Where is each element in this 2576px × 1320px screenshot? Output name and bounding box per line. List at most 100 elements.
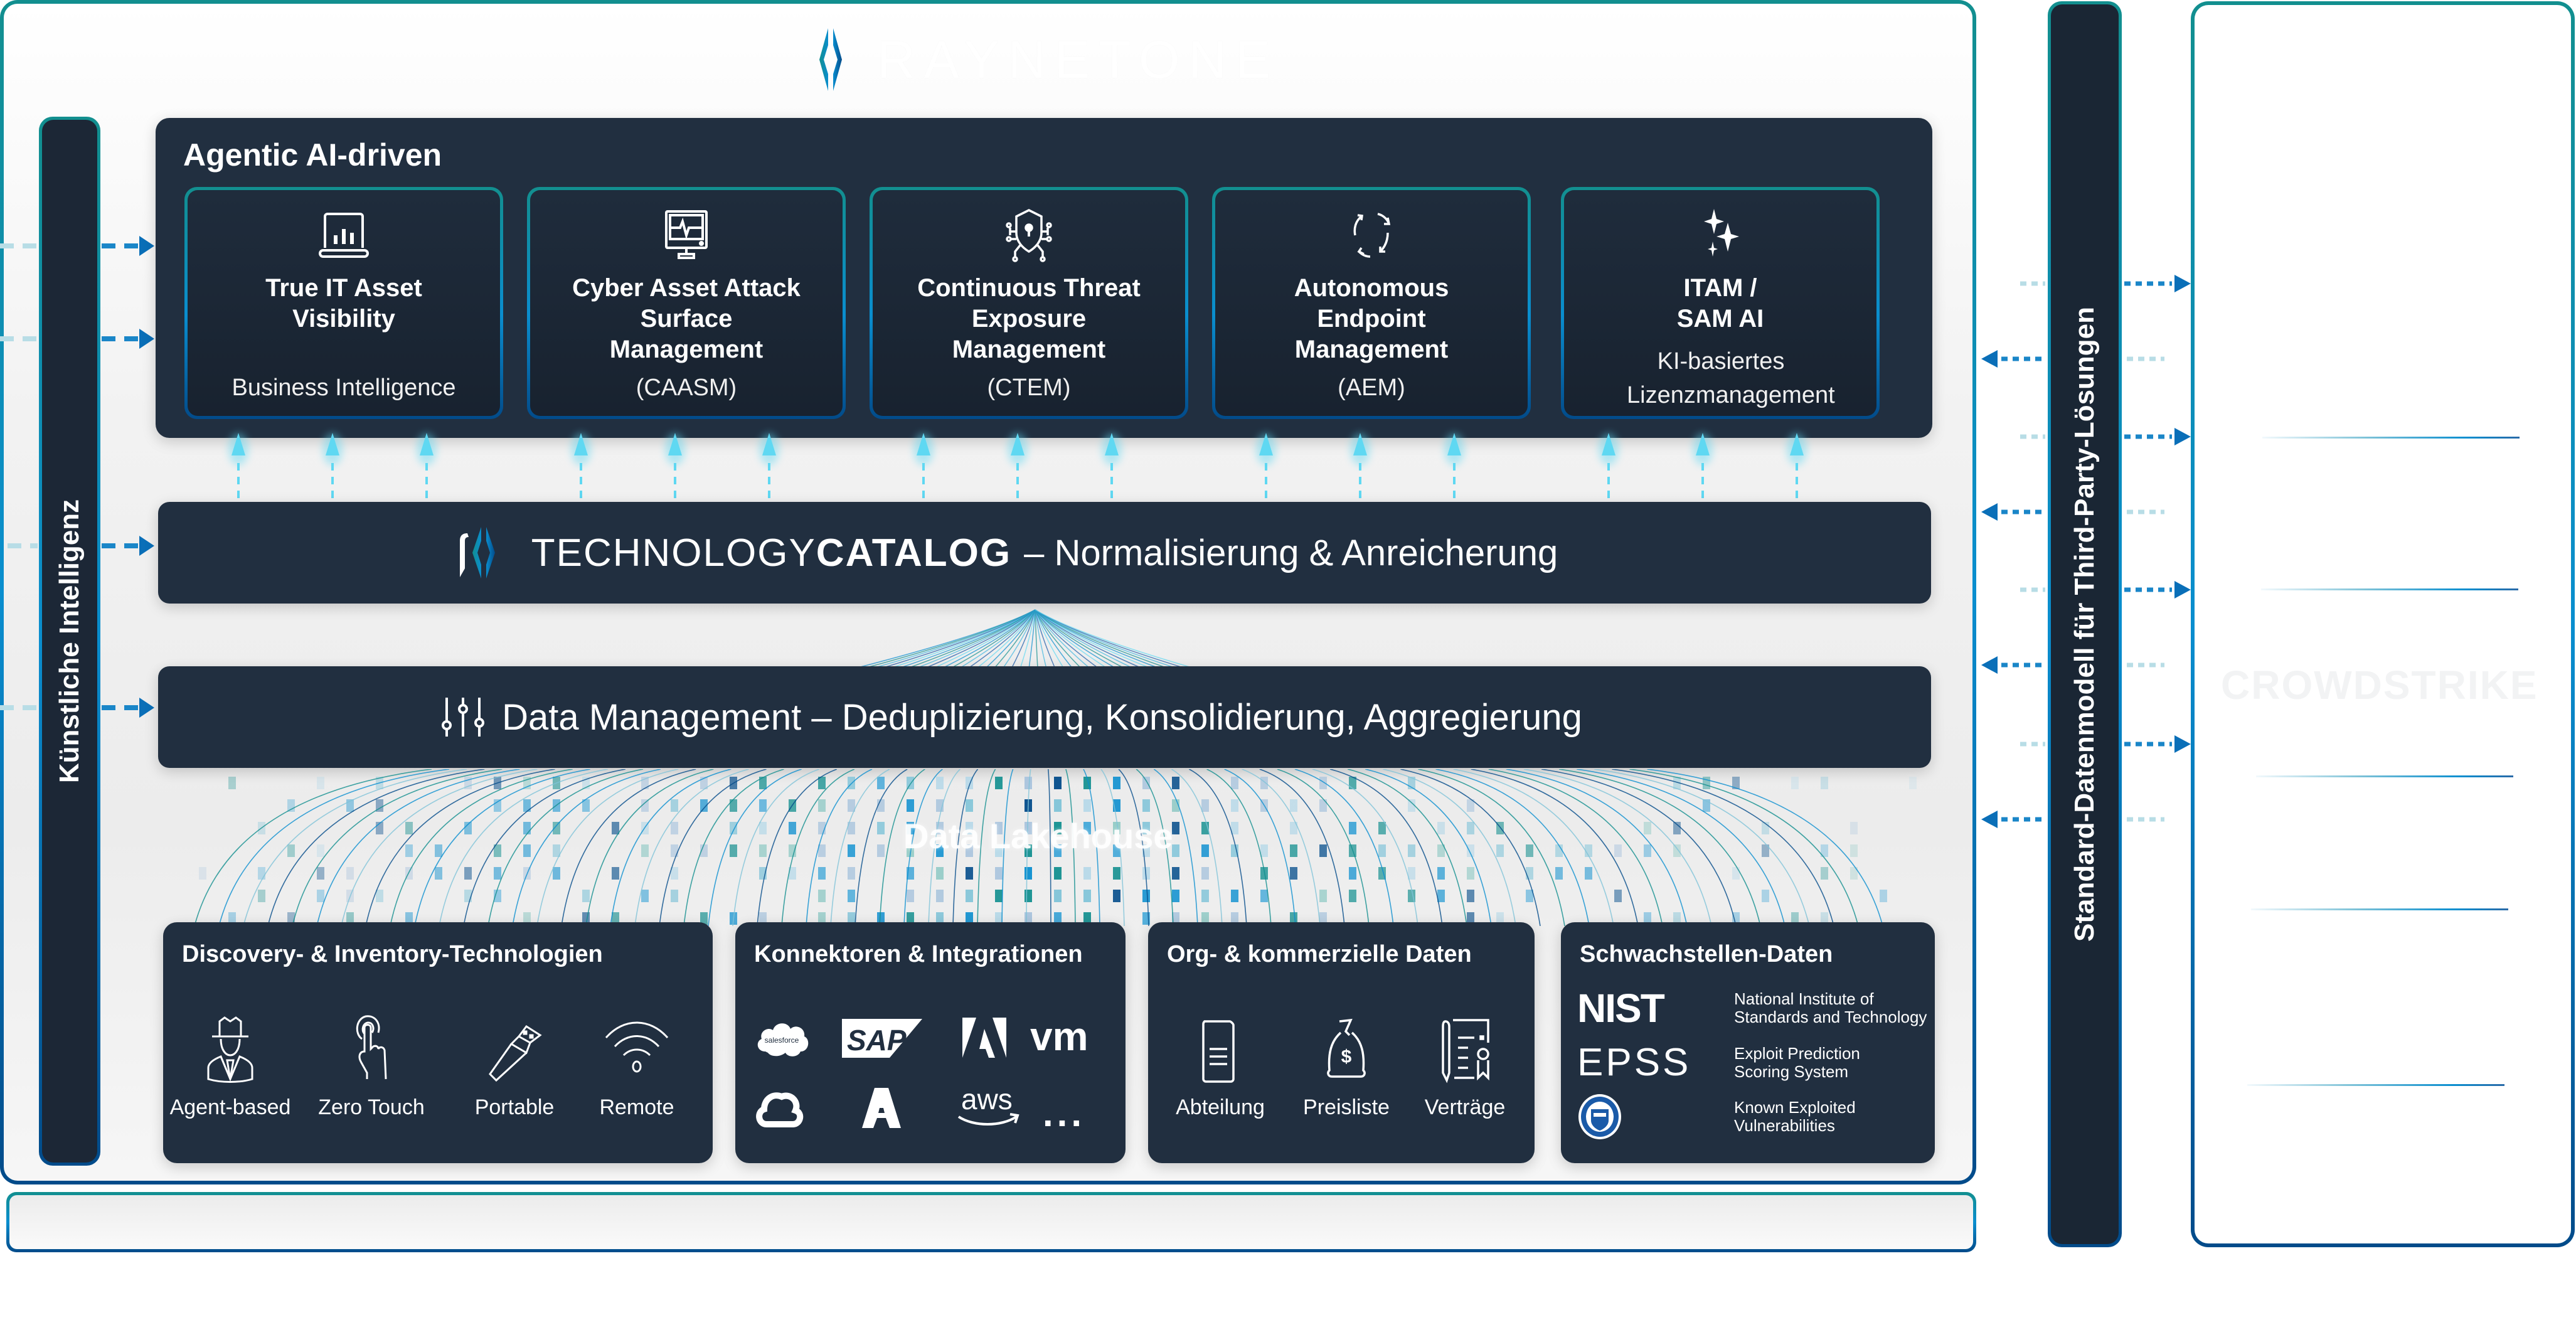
third-party-divider xyxy=(2247,1084,2504,1086)
up-arrow xyxy=(1787,433,1807,504)
org-item-preisliste[interactable]: $ Preisliste xyxy=(1302,1010,1390,1120)
adobe-logo[interactable] xyxy=(962,1018,1006,1059)
org-item-vertraege[interactable]: Verträge xyxy=(1418,1010,1512,1120)
sap-logo[interactable]: SAP xyxy=(842,1016,923,1060)
up-arrow xyxy=(913,433,934,504)
org-item-label: Verträge xyxy=(1424,1095,1506,1119)
left-arrow-2 xyxy=(0,329,154,349)
card-subtitle: (CAASM) xyxy=(636,375,737,401)
document-icon xyxy=(1202,1020,1235,1083)
vuln-desc-line: Known Exploited xyxy=(1734,1098,1856,1117)
google-cloud-logo[interactable] xyxy=(754,1087,804,1131)
third-party-divider xyxy=(2256,775,2513,777)
card-title: True IT Asset Visibility xyxy=(265,274,422,333)
connectors-panel: Konnektoren & Integrationen salesforce S… xyxy=(735,922,1126,1163)
discovery-item-agent-based[interactable]: Agent-based xyxy=(170,1010,290,1120)
vuln-source-nist[interactable]: NIST National Institute of Standards and… xyxy=(1577,985,1927,1031)
discovery-item-label: Portable xyxy=(474,1095,555,1119)
bottom-frame xyxy=(6,1192,1976,1252)
catalog-brand-bold: CATALOG xyxy=(816,531,1012,575)
discovery-item-zero-touch[interactable]: Zero Touch xyxy=(318,1010,425,1120)
brand-name: RAYNETONE xyxy=(877,29,1279,89)
org-item-label: Preisliste xyxy=(1303,1095,1390,1119)
vuln-desc-line: Vulnerabilities xyxy=(1734,1116,1835,1135)
right-arrow-inbound xyxy=(1981,350,2164,368)
org-data-title: Org- & kommerzielle Daten xyxy=(1167,941,1472,967)
usb-stick-icon xyxy=(489,1025,542,1082)
card-aem[interactable]: Autonomous Endpoint Management (AEM) xyxy=(1212,187,1531,419)
svg-text:vm: vm xyxy=(1030,1016,1088,1059)
data-management-label: Data Management – Deduplizierung, Konsol… xyxy=(502,696,1582,738)
technology-catalog-logo-icon xyxy=(459,527,495,578)
vulnerability-title: Schwachstellen-Daten xyxy=(1580,941,1833,967)
funnel-lines xyxy=(853,609,1196,669)
aws-logo[interactable]: aws xyxy=(955,1082,1024,1132)
card-subtitle: KI-basiertes Lizenzmanagement xyxy=(1627,348,1835,408)
crowdstrike-logo: CROWDSTRIKE xyxy=(2221,663,2538,708)
brand-logo: RAYNETONE xyxy=(797,25,1279,94)
up-arrow xyxy=(1693,433,1713,504)
up-arrow xyxy=(1102,433,1122,504)
card-true-it-asset-visibility[interactable]: True IT Asset Visibility Business Intell… xyxy=(184,187,503,419)
card-title: Continuous Threat Exposure Management xyxy=(917,274,1141,363)
up-arrow xyxy=(1444,433,1464,504)
card-subtitle: (CTEM) xyxy=(987,375,1071,401)
catalog-brand-light: TECHNOLOGY xyxy=(531,531,816,575)
card-itam-sam-ai[interactable]: ITAM / SAM AI KI-basiertes Lizenzmanagem… xyxy=(1561,187,1880,419)
azure-logo[interactable] xyxy=(860,1087,903,1131)
monitor-pulse-icon xyxy=(665,210,708,259)
up-arrow xyxy=(665,433,685,504)
nist-logo: NIST xyxy=(1577,986,1665,1031)
right-arrow-outbound xyxy=(2020,581,2191,599)
vuln-desc-line: National Institute of xyxy=(1734,989,1874,1008)
vmware-logo[interactable]: vm xyxy=(1030,1016,1105,1060)
data-management-bar: Data Management – Deduplizierung, Konsol… xyxy=(158,666,1931,768)
up-arrow xyxy=(228,433,248,504)
org-item-abteilung[interactable]: Abteilung xyxy=(1173,1010,1267,1120)
card-caasm[interactable]: Cyber Asset Attack Surface Management (C… xyxy=(527,187,846,419)
vulnerability-panel: Schwachstellen-Daten NIST National Insti… xyxy=(1561,922,1935,1163)
contract-icon xyxy=(1442,1019,1489,1083)
card-subtitle: Business Intelligence xyxy=(232,375,456,401)
right-arrow-outbound xyxy=(2020,275,2191,292)
left-arrow-1 xyxy=(0,236,154,256)
up-arrow xyxy=(1599,433,1619,504)
ai-sidebar: Künstliche Intelligenz xyxy=(39,117,100,1166)
discovery-item-label: Agent-based xyxy=(169,1095,291,1119)
connectors-title: Konnektoren & Integrationen xyxy=(754,941,1083,967)
org-item-label: Abteilung xyxy=(1176,1095,1265,1119)
discovery-item-portable[interactable]: Portable xyxy=(474,1010,555,1120)
more-integrations[interactable]: ... xyxy=(1043,1092,1086,1134)
discovery-title: Discovery- & Inventory-Technologien xyxy=(182,941,603,967)
right-arrow-outbound xyxy=(2020,428,2191,445)
salesforce-logo[interactable]: salesforce xyxy=(754,1016,811,1060)
cisa-seal-icon xyxy=(1578,1094,1621,1139)
agentic-panel: Agentic AI-driven True IT Asset Visibili… xyxy=(156,118,1932,438)
discovery-item-remote[interactable]: Remote xyxy=(596,1010,678,1120)
left-arrow-3 xyxy=(8,536,154,556)
sliders-icon xyxy=(442,698,485,737)
right-arrow-inbound xyxy=(1981,503,2164,521)
card-title: Autonomous Endpoint Management xyxy=(1294,274,1449,363)
svg-text:salesforce: salesforce xyxy=(765,1036,799,1045)
up-arrow xyxy=(1350,433,1370,504)
right-arrows xyxy=(1981,275,2191,828)
laptop-chart-icon xyxy=(319,213,369,258)
data-model-sidebar: Standard-Datenmodell für Third-Party-Lös… xyxy=(2048,1,2122,1247)
up-arrow xyxy=(571,433,591,504)
right-arrow-inbound xyxy=(1981,811,2164,828)
vuln-desc-line: Exploit Prediction xyxy=(1734,1043,1860,1063)
svg-text:$: $ xyxy=(1341,1046,1352,1067)
left-arrows xyxy=(0,236,154,718)
discovery-item-label: Remote xyxy=(599,1095,674,1119)
vuln-source-cisa[interactable]: Known Exploited Vulnerabilities xyxy=(1577,1093,1856,1141)
up-arrow xyxy=(759,433,779,504)
discovery-item-label: Zero Touch xyxy=(318,1095,425,1119)
money-bag-icon: $ xyxy=(1327,1018,1366,1078)
up-arrow xyxy=(1256,433,1276,504)
agent-spy-icon xyxy=(207,1016,253,1083)
card-ctem[interactable]: Continuous Threat Exposure Management (C… xyxy=(870,187,1188,419)
up-arrows xyxy=(228,433,1807,504)
vuln-source-epss[interactable]: EPSS Exploit Prediction Scoring System xyxy=(1577,1040,1860,1085)
sparkles-icon xyxy=(1704,209,1739,257)
